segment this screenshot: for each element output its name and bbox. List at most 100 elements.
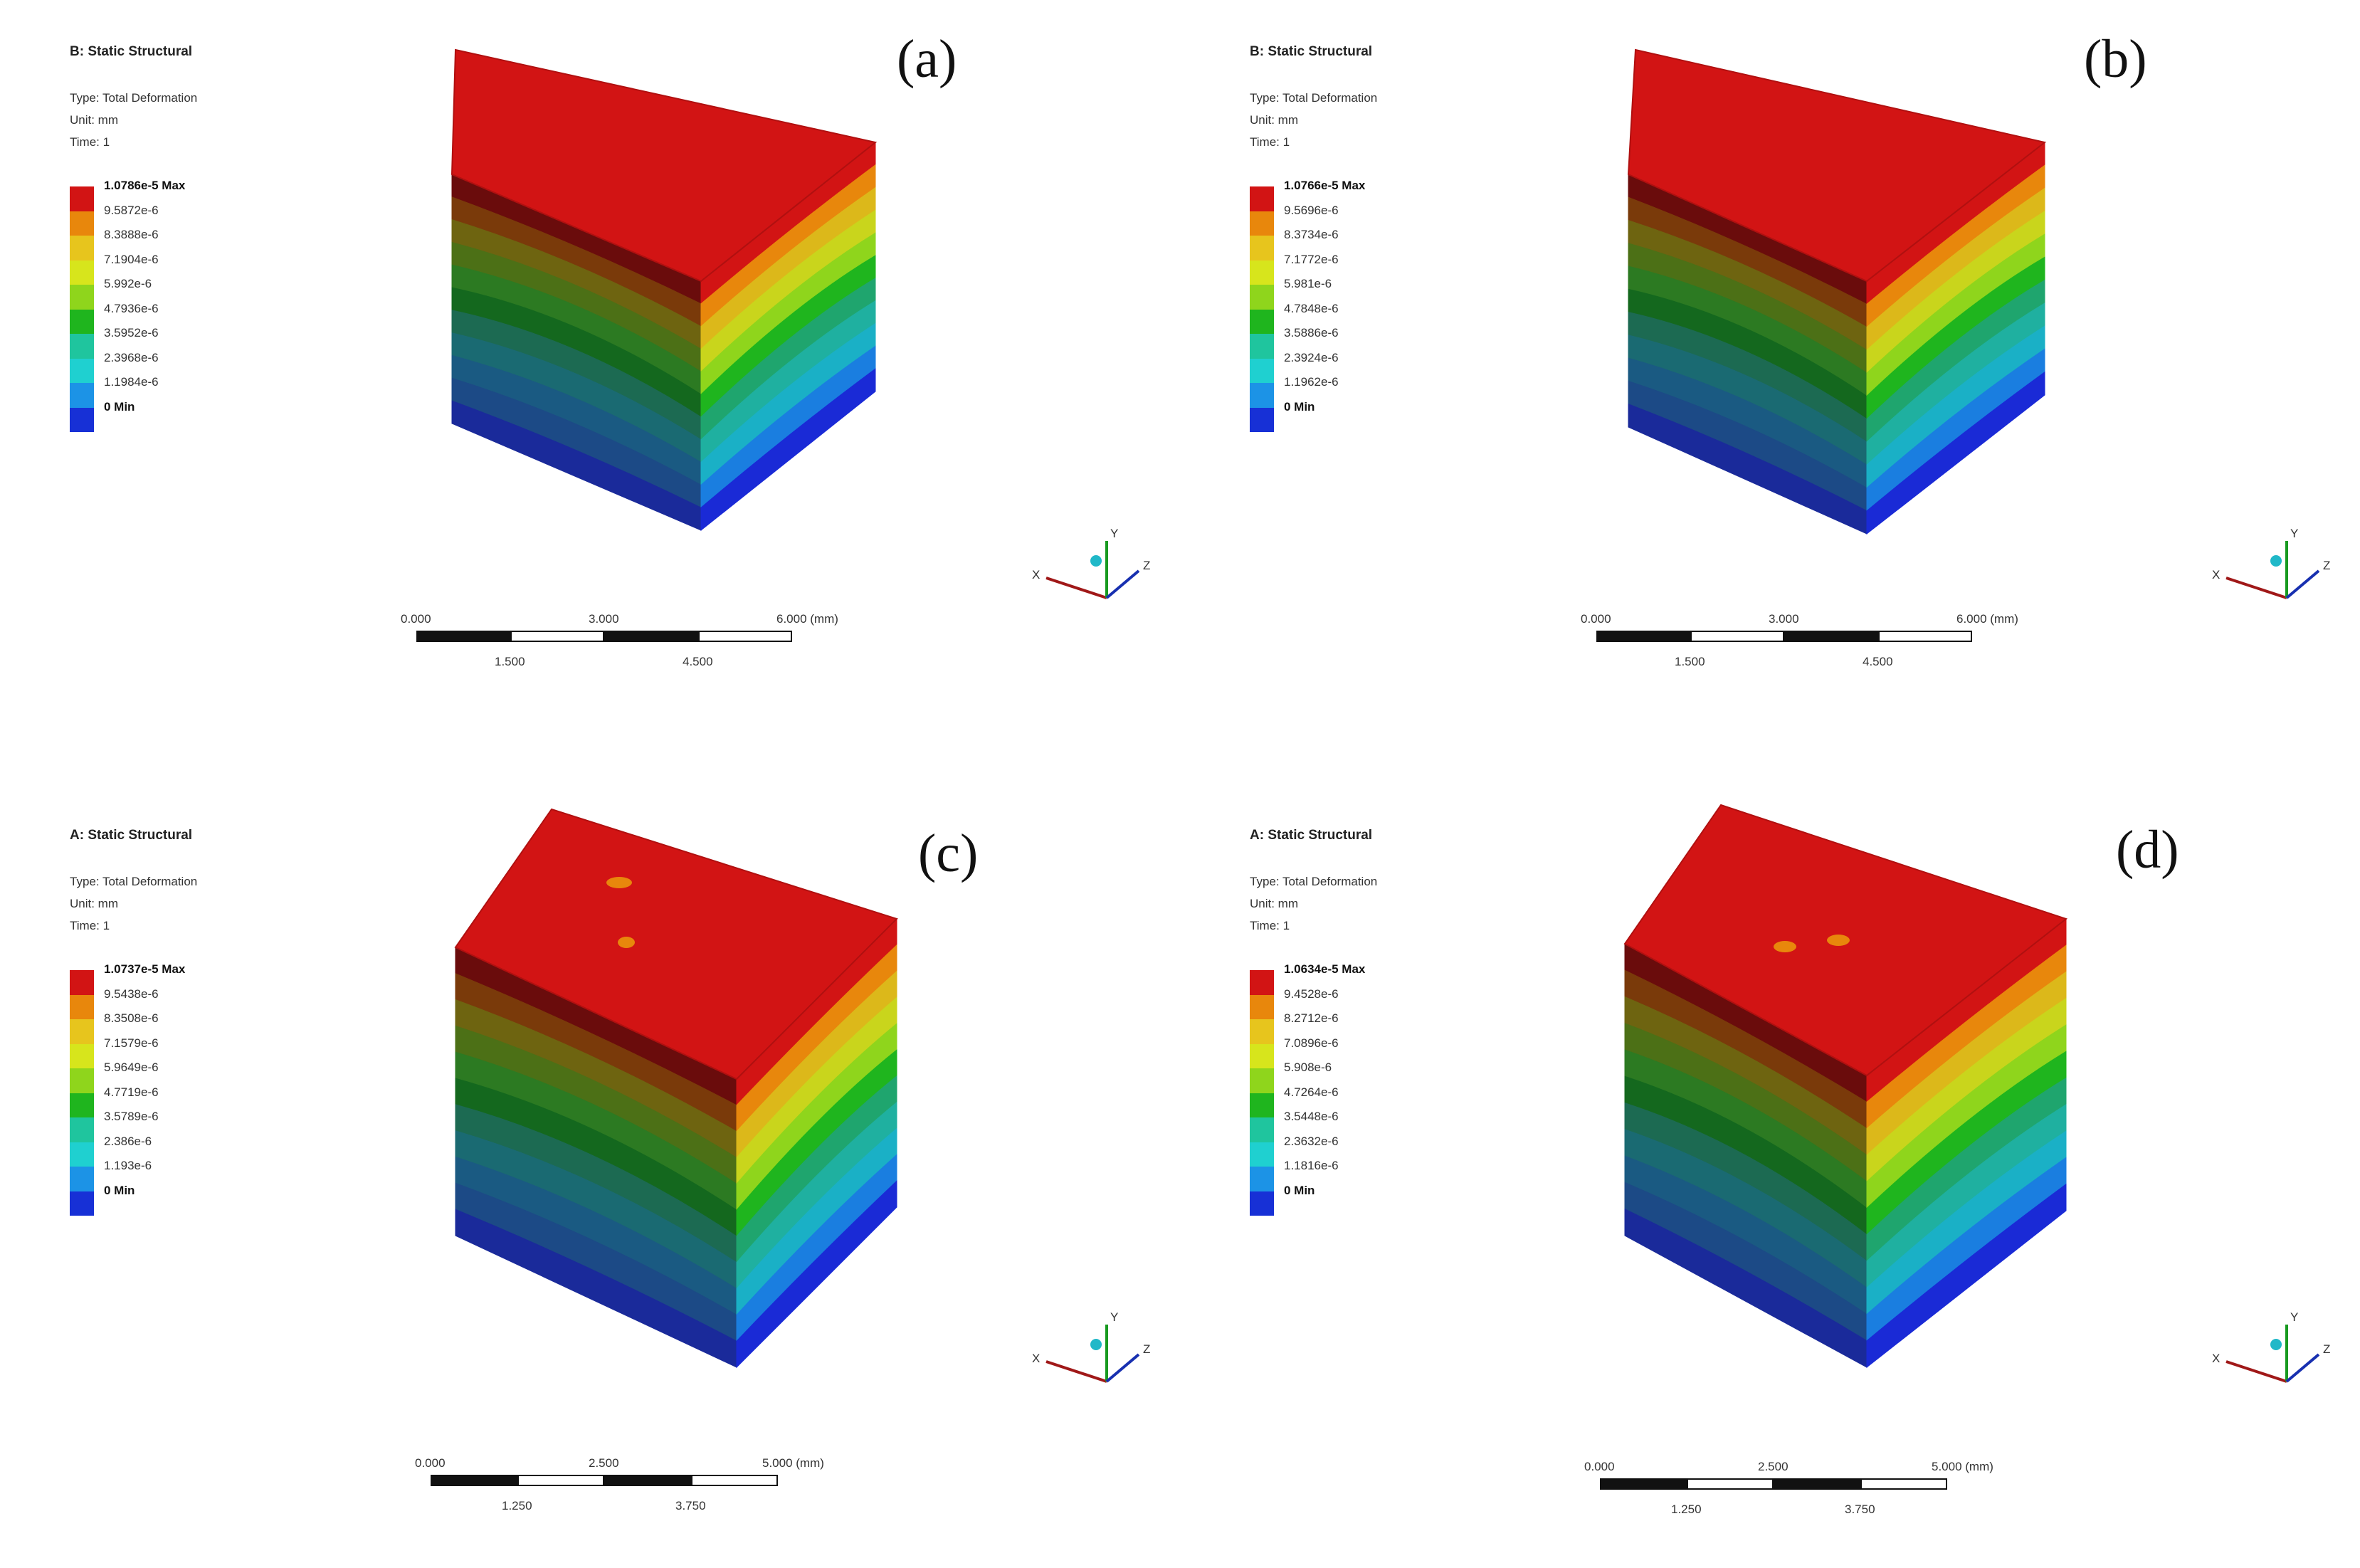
legend-label: 7.1772e-6 [1284, 252, 1339, 266]
legend-swatch [1250, 358, 1274, 383]
deformation-cube [1627, 48, 2047, 535]
legend-swatch [70, 186, 94, 211]
scale-label: 1.500 [1675, 655, 1705, 668]
legend-swatch [1250, 407, 1274, 432]
scale-label: 0.000 [1581, 612, 1611, 626]
legend-swatch [1250, 1068, 1274, 1093]
time-line: Time: 1 [70, 135, 110, 149]
z-axis-arrow [2285, 569, 2320, 599]
legend-swatch [1250, 1142, 1274, 1167]
z-axis-arrow [1105, 1353, 1140, 1383]
axis-label-x: X [2212, 1352, 2221, 1365]
legend-swatch [70, 407, 94, 432]
legend-label: 1.1816e-6 [1284, 1159, 1339, 1172]
deformation-cube [1623, 804, 2068, 1369]
legend-label: 2.3924e-6 [1284, 350, 1339, 364]
legend-swatch [70, 1117, 94, 1142]
time-line: Time: 1 [70, 919, 110, 932]
legend-swatch [1250, 1019, 1274, 1044]
legend-swatch [1250, 1191, 1274, 1216]
legend-swatch [1250, 994, 1274, 1019]
legend-swatch [70, 970, 94, 995]
legend-swatch [1250, 1043, 1274, 1068]
triad-ball [2270, 1339, 2282, 1350]
legend-label: 3.5448e-6 [1284, 1110, 1339, 1123]
legend-swatch [1250, 285, 1274, 310]
scale-segment [1690, 631, 1784, 642]
result-title: B: Static Structural [1250, 44, 1373, 59]
scale-label: 4.500 [683, 655, 713, 668]
legend-swatch [1250, 211, 1274, 236]
result-title: B: Static Structural [70, 44, 193, 59]
legend-label: 7.1579e-6 [104, 1036, 159, 1050]
scale-segment [1774, 1478, 1860, 1490]
type-line: Type: Total Deformation [70, 91, 198, 105]
legend-label: 5.981e-6 [1284, 277, 1332, 290]
scale-label: 6.000 (mm) [1956, 612, 2018, 626]
legend-swatch [70, 309, 94, 334]
legend-swatch [70, 1019, 94, 1044]
deformation-cube [454, 808, 898, 1369]
scale-segment [431, 1475, 517, 1486]
panel-letter: (c) [918, 824, 979, 883]
scale-segment [698, 631, 792, 642]
scale-label: 2.500 [1758, 1460, 1789, 1473]
deformation-cube [451, 48, 878, 532]
legend-swatch [1250, 383, 1274, 408]
axis-label-y: Y [1110, 527, 1119, 540]
legend-swatch [1250, 1167, 1274, 1191]
legend-label: 4.7848e-6 [1284, 301, 1339, 315]
scale-segment [517, 1475, 604, 1486]
legend-label: 1.193e-6 [104, 1159, 152, 1172]
type-line: Type: Total Deformation [70, 875, 198, 888]
legend-label: 1.0737e-5 Max [104, 962, 186, 976]
scale-label: 0.000 [401, 612, 431, 626]
unit-line: Unit: mm [1250, 113, 1298, 127]
legend-label: 3.5789e-6 [104, 1110, 159, 1123]
legend-label: 4.7719e-6 [104, 1085, 159, 1099]
legend-label: 8.3508e-6 [104, 1011, 159, 1025]
panel-letter: (d) [2116, 820, 2179, 880]
scale-label: 5.000 (mm) [1932, 1460, 1993, 1473]
legend-label: 2.386e-6 [104, 1134, 152, 1148]
panel-letter: (a) [897, 29, 957, 89]
z-axis-arrow [1105, 569, 1140, 599]
scale-segment [604, 1475, 691, 1486]
legend-swatch [70, 260, 94, 285]
scale-label: 0.000 [415, 1456, 446, 1470]
legend-label: 4.7264e-6 [1284, 1085, 1339, 1099]
triad-ball [1090, 555, 1102, 567]
top-face [454, 808, 898, 1080]
legend-label: 0 Min [1284, 399, 1315, 414]
x-axis-arrow [1045, 577, 1107, 599]
z-axis-arrow [2285, 1353, 2320, 1383]
type-line: Type: Total Deformation [1250, 875, 1378, 888]
scale-segment [691, 1475, 778, 1486]
side-band [700, 368, 876, 532]
legend-label: 1.0634e-5 Max [1284, 962, 1366, 976]
hotspot-mark [606, 877, 632, 888]
legend-label: 9.4528e-6 [1284, 986, 1339, 1001]
legend-swatch [1250, 186, 1274, 211]
legend-label: 2.3968e-6 [104, 350, 159, 364]
legend-label: 7.0896e-6 [1284, 1036, 1339, 1050]
triad-ball [1090, 1339, 1102, 1350]
scale-label: 3.750 [1845, 1503, 1875, 1516]
legend-label: 0 Min [104, 399, 135, 414]
scale-segment [510, 631, 604, 642]
scale-segment [1878, 631, 1972, 642]
scale-label: 4.500 [1863, 655, 1893, 668]
legend-label: 8.3888e-6 [104, 228, 159, 241]
legend-swatch [1250, 970, 1274, 995]
result-title: A: Static Structural [70, 828, 193, 843]
legend-swatch [70, 334, 94, 359]
unit-line: Unit: mm [70, 113, 118, 127]
scale-segment [1600, 1478, 1687, 1490]
legend-label: 4.7936e-6 [104, 301, 159, 315]
scale-label: 3.000 [589, 612, 619, 626]
